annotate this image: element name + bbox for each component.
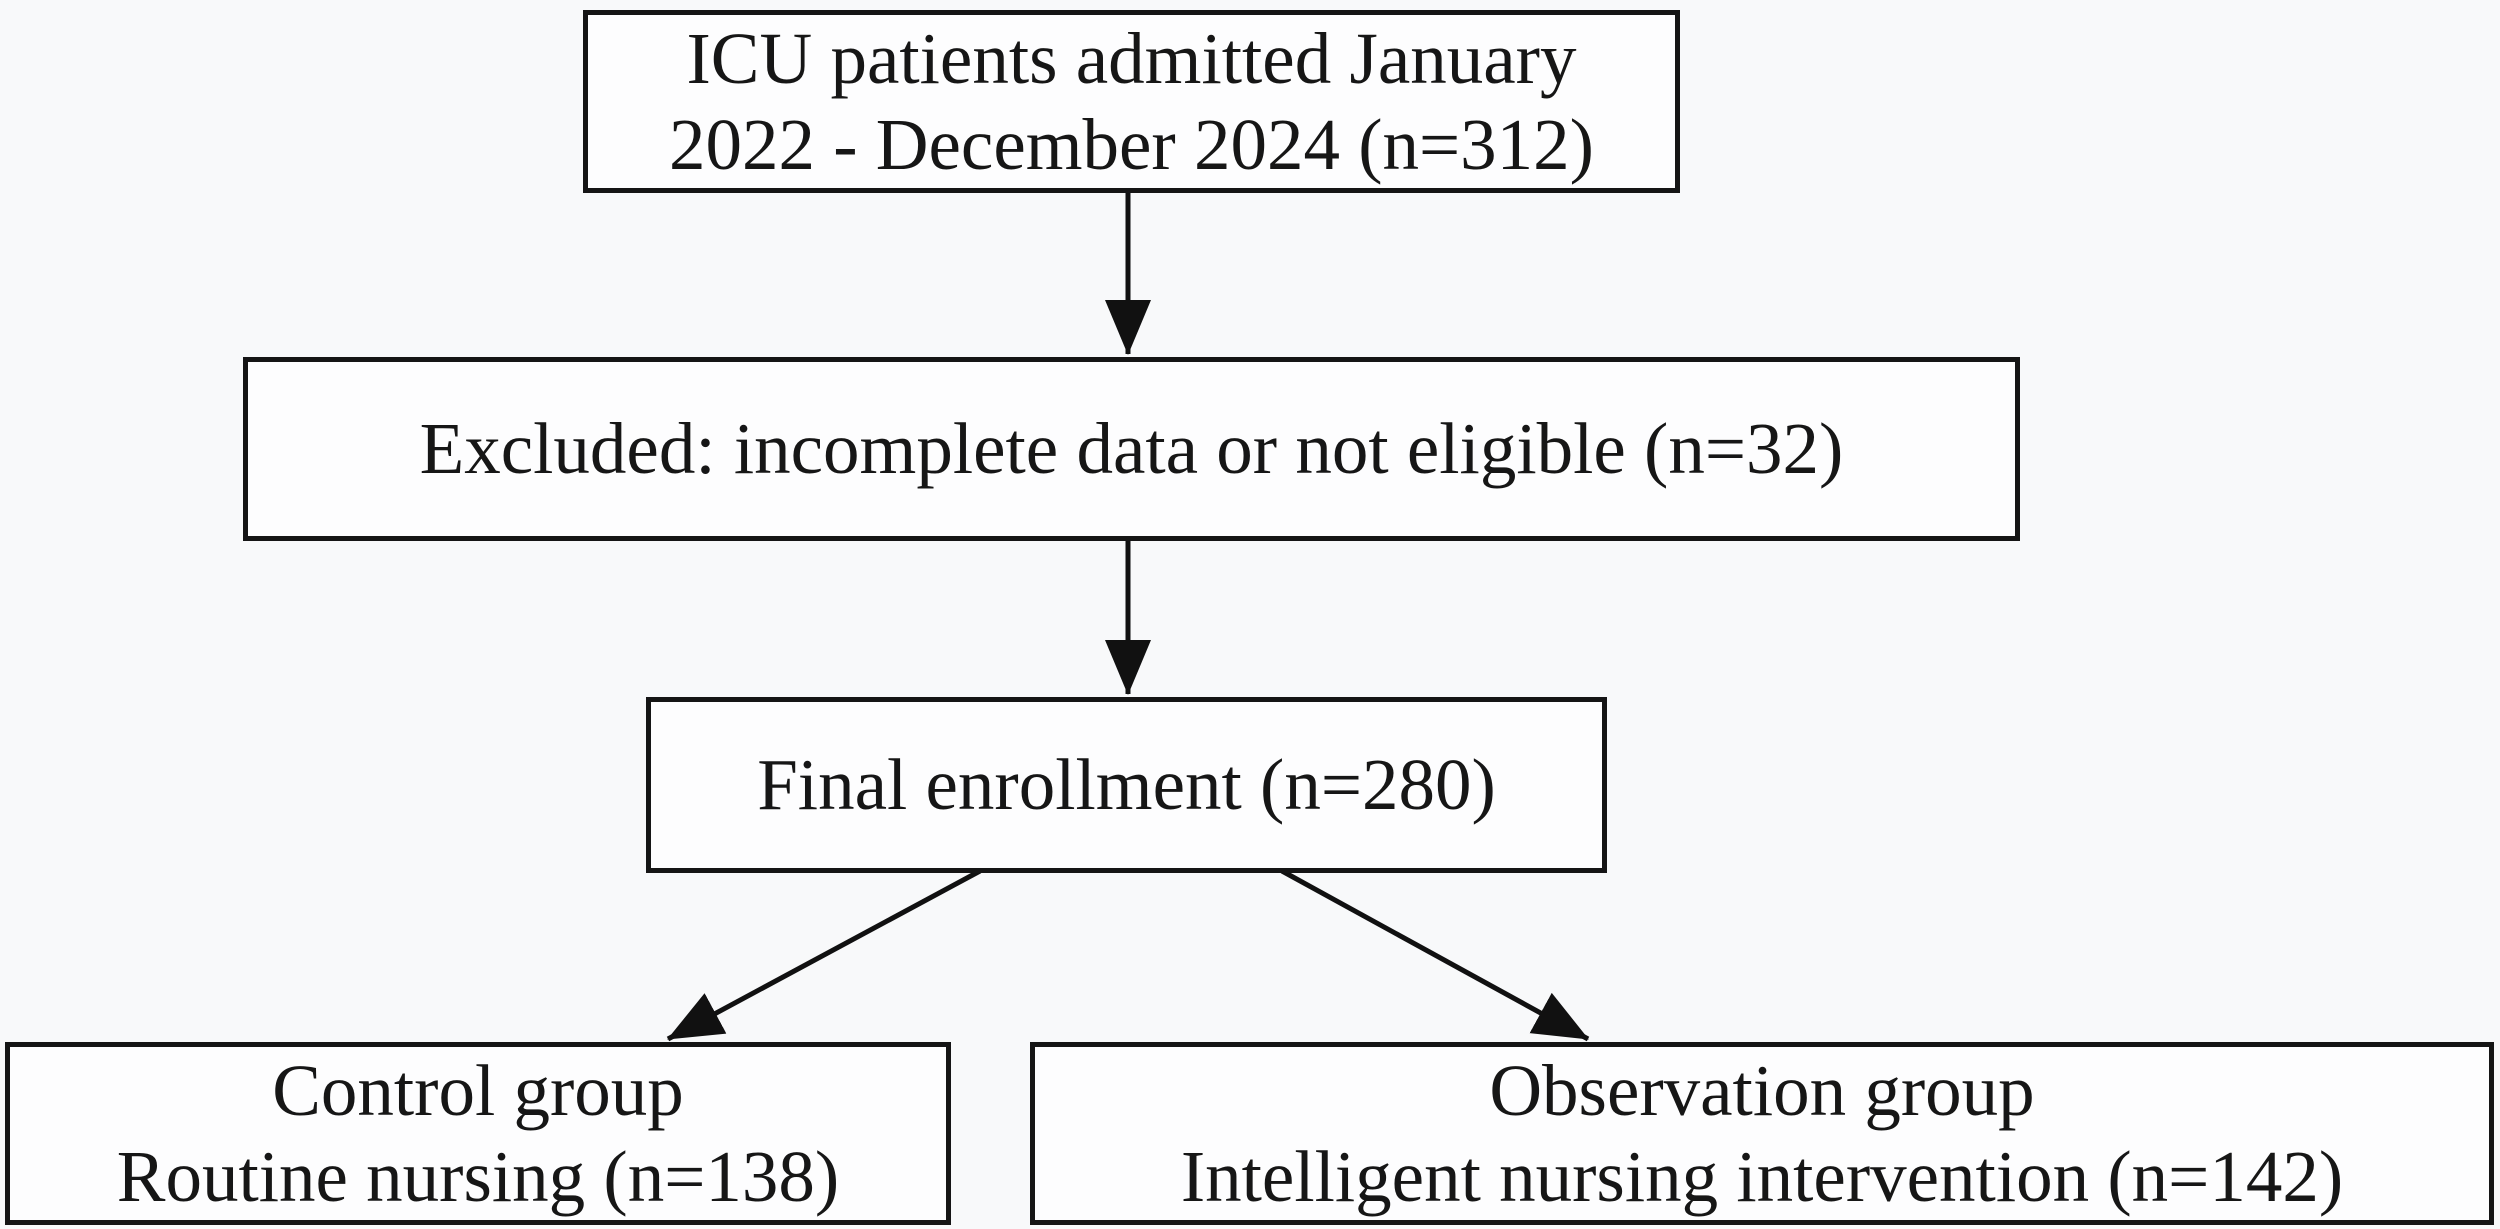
node-icu-admitted: ICU patients admitted January 2022 - Dec… (583, 10, 1680, 193)
node-final-enrollment-line1: Final enrollment (n=280) (757, 744, 1496, 826)
node-final-enrollment: Final enrollment (n=280) (646, 697, 1607, 873)
node-excluded: Excluded: incomplete data or not eligibl… (243, 357, 2020, 541)
arrow-enrollment-to-control (666, 868, 982, 1042)
node-observation-group: Observation group Intelligent nursing in… (1030, 1042, 2494, 1225)
node-control-group-line1: Control group (272, 1050, 684, 1132)
arrow-enrollment-to-observation (1280, 868, 1590, 1042)
node-control-group: Control group Routine nursing (n=138) (5, 1042, 951, 1225)
node-excluded-line1: Excluded: incomplete data or not eligibl… (419, 408, 1844, 490)
node-observation-group-line1: Observation group (1489, 1050, 2035, 1132)
node-icu-admitted-line1: ICU patients admitted January (686, 18, 1577, 100)
node-control-group-line2: Routine nursing (n=138) (116, 1135, 840, 1217)
node-icu-admitted-line2: 2022 - December 2024 (n=312) (668, 103, 1594, 185)
node-observation-group-line2: Intelligent nursing intervention (n=142) (1180, 1135, 2344, 1217)
